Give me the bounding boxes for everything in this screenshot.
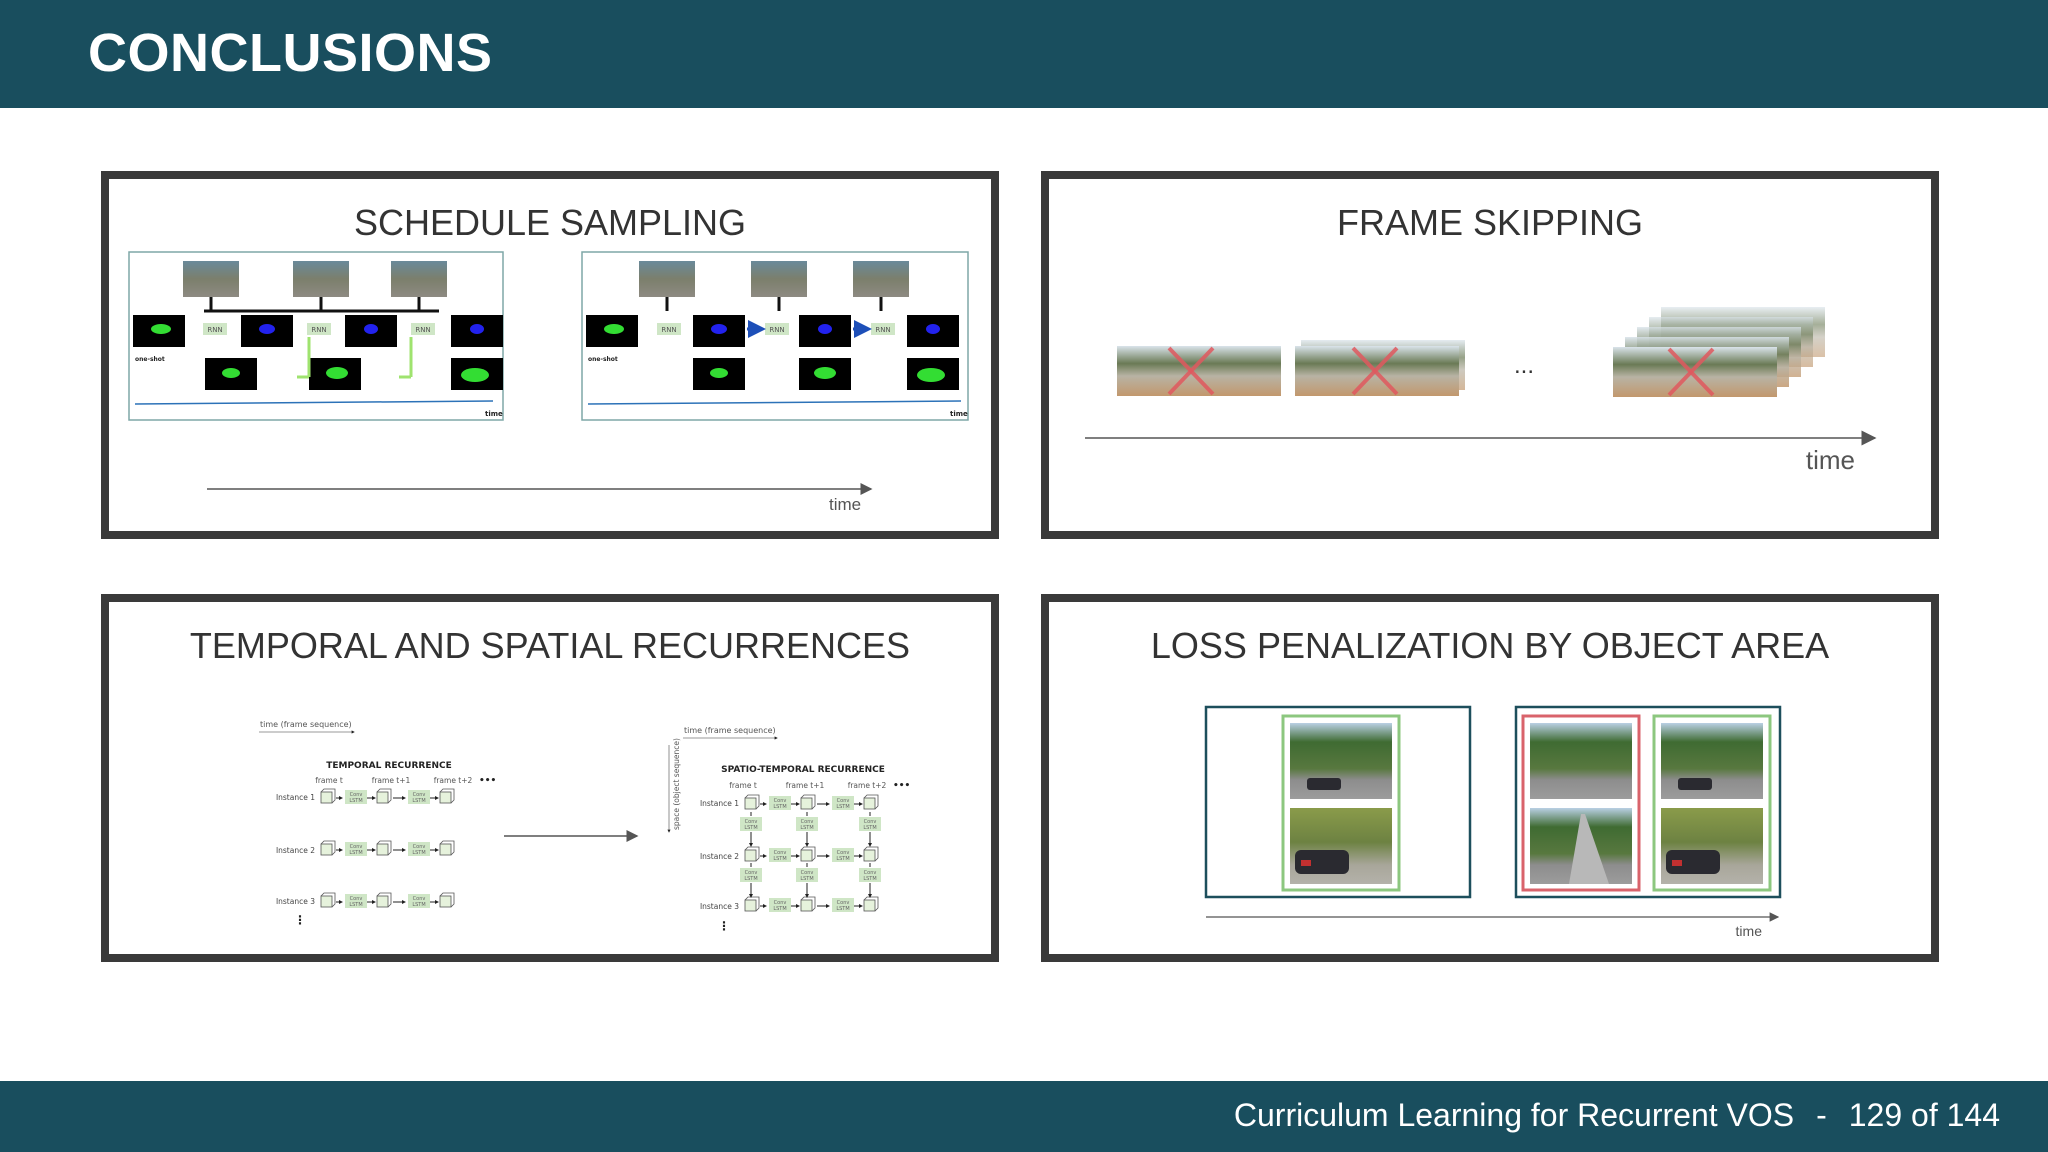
inner-time-label: time [485,410,503,418]
svg-text:LSTM: LSTM [412,798,425,804]
input-frame-thumbnail [639,261,695,297]
loss-penalization-diagram: time [1204,705,1782,939]
svg-text:Conv: Conv [774,798,787,804]
cross-out-icon [1167,346,1215,396]
svg-text:•••: ••• [893,781,910,791]
skipped-frame-stack [1295,340,1465,396]
frame-label: frame t+1 [786,781,825,790]
panel-frame-skipping: FRAME SKIPPING ... [1041,171,1939,539]
one-shot-label: one-shot [135,356,165,363]
example-group-left [1204,705,1472,899]
svg-text:⋮: ⋮ [294,913,306,927]
skipped-frame-stack [1613,307,1825,397]
spatio-temporal-recurrence-diagram: time (frame sequence) space (object sequ… [667,726,910,933]
svg-text:Conv: Conv [350,792,363,798]
one-shot-label: one-shot [588,356,618,363]
svg-text:Conv: Conv [413,792,426,798]
conv-lstm-cube-icon [320,788,336,804]
cross-out-icon [1351,346,1399,396]
input-frame-thumbnail [391,261,447,297]
spatio-temporal-row: Conv LSTM Conv LSTM [744,794,879,810]
slide-footer: Curriculum Learning for Recurrent VOS-12… [0,1081,2048,1152]
example-group-right [1514,705,1782,899]
rnn-label: RNN [875,326,890,334]
frame-label: frame t+1 [372,776,411,785]
road-scene-image [1661,723,1763,799]
rnn-label: RNN [415,326,430,334]
panel-title-recurrences: TEMPORAL AND SPATIAL RECURRENCES [189,625,911,666]
temporal-row: Conv LSTM Conv LSTM [320,788,455,804]
temporal-recurrence-diagram: time (frame sequence) TEMPORAL RECURRENC… [259,720,496,927]
time-axis-label: time (frame sequence) [684,726,776,735]
inner-time-label: time [950,410,968,418]
svg-text:LSTM: LSTM [836,804,849,810]
temporal-recurrence-heading: TEMPORAL RECURRENCE [326,761,452,771]
instance-label: Instance 2 [700,852,739,861]
panel-loss-penalization: LOSS PENALIZATION BY OBJECT AREA [1041,594,1939,962]
time-axis-label: time (frame sequence) [260,720,352,729]
time-label: time [1736,923,1763,939]
panel-title-frame-skipping: FRAME SKIPPING [1336,202,1644,243]
footer-separator: - [1816,1097,1827,1133]
vertical-conv-lstm: Conv LSTM [740,812,762,847]
svg-text:•••: ••• [479,776,496,786]
conv-lstm-cube-icon [800,794,816,810]
panel-title-schedule-sampling: SCHEDULE SAMPLING [353,202,747,243]
frame-label: frame t [315,776,343,785]
svg-text:LSTM: LSTM [744,825,757,831]
panel-title-loss-penalization: LOSS PENALIZATION BY OBJECT AREA [1150,625,1830,666]
frame-label: frame t [729,781,757,790]
instance-label: Instance 1 [276,793,315,802]
input-frame-thumbnail [751,261,807,297]
conv-lstm-cube-icon [863,794,879,810]
road-scene-image [1530,723,1632,799]
diagram-left-teacher-forcing: RNN RNN RNN one-shot time [128,251,504,421]
slide-header: CONCLUSIONS [0,0,2048,108]
footer-text: Curriculum Learning for Recurrent VOS-12… [1234,1095,2000,1135]
svg-text:Conv: Conv [745,819,758,825]
svg-text:LSTM: LSTM [773,804,786,810]
page-number: 129 of 144 [1848,1097,2000,1133]
frame-label: frame t+2 [848,781,887,790]
svg-text:Conv: Conv [837,798,850,804]
ellipsis: ... [1514,352,1534,379]
slide-title: CONCLUSIONS [88,23,493,83]
spatio-temporal-recurrence-heading: SPATIO-TEMPORAL RECURRENCE [721,765,885,775]
input-frame-thumbnail [183,261,239,297]
time-label: time [1806,445,1855,475]
svg-text:LSTM: LSTM [349,798,362,804]
conv-lstm-cube-icon [376,788,392,804]
rnn-label: RNN [207,326,222,334]
input-frame-thumbnail [853,261,909,297]
rnn-label: RNN [311,326,326,334]
diagram-right-schedule-sampling: RNN RNN RNN one-shot time [581,251,969,421]
space-axis-label: space (object sequence) [672,738,681,830]
frame-label: frame t+2 [434,776,473,785]
time-label: time [829,495,861,514]
conv-lstm-cube-icon [744,794,760,810]
schedule-sampling-diagram: RNN RNN RNN one-shot time [128,251,969,514]
frame-skipping-diagram: ... time [1085,307,1877,475]
cross-out-icon [1667,347,1715,397]
recurrences-diagram: time (frame sequence) TEMPORAL RECURRENC… [259,720,910,933]
road-scene-image [1290,723,1392,799]
conv-lstm-cube-icon [439,788,455,804]
rnn-label: RNN [661,326,676,334]
panel-schedule-sampling: SCHEDULE SAMPLING [101,171,999,539]
skipped-frame [1117,346,1281,396]
instance-label: Instance 3 [276,897,315,906]
presentation-title: Curriculum Learning for Recurrent VOS [1233,1097,1795,1133]
input-frame-thumbnail [293,261,349,297]
instance-label: Instance 1 [700,799,739,808]
instance-label: Instance 3 [700,902,739,911]
panel-recurrences: TEMPORAL AND SPATIAL RECURRENCES time (f… [101,594,999,962]
svg-text:⋮: ⋮ [718,919,730,933]
instance-label: Instance 2 [276,846,315,855]
rnn-label: RNN [769,326,784,334]
